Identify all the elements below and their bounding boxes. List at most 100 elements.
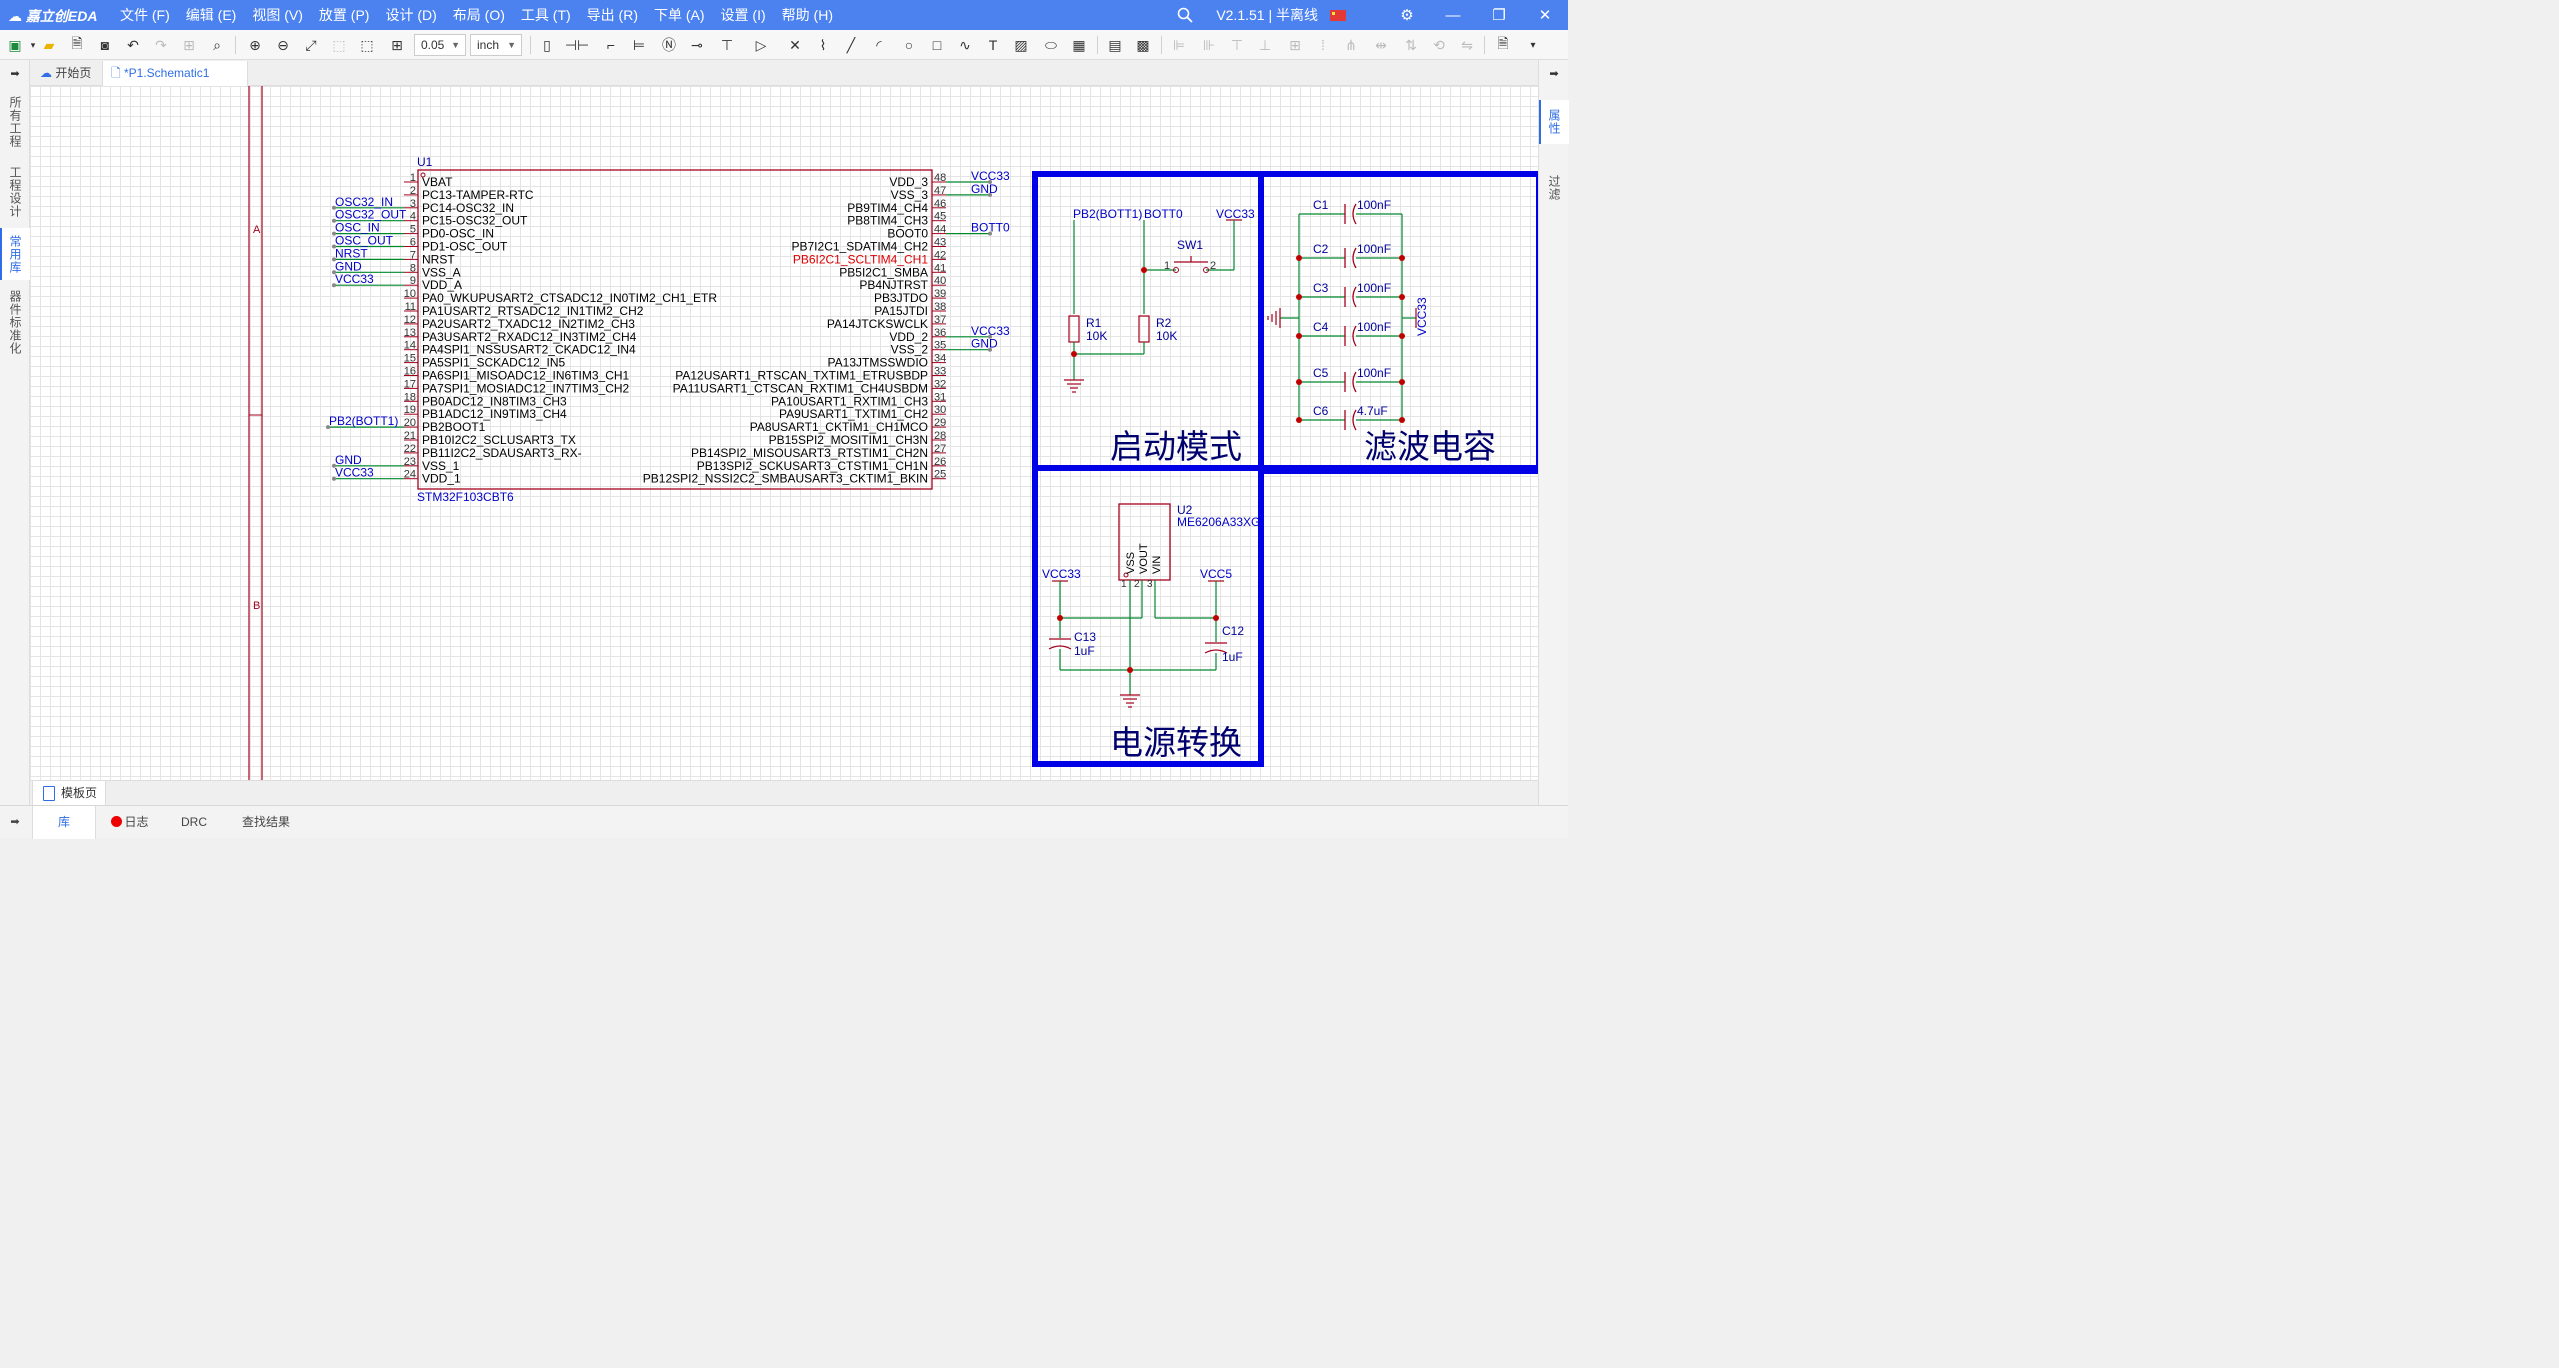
pin-icon[interactable]: ➡ [10, 68, 20, 80]
menu-layout[interactable]: 布局 (O) [452, 7, 505, 23]
net-port-icon[interactable]: ⊸ [691, 36, 703, 53]
wire-icon[interactable]: ⊣⊢ [564, 36, 590, 53]
tab-filter[interactable]: 过滤 [1547, 175, 1561, 201]
bom-icon[interactable]: ▤ [1108, 36, 1122, 53]
tab-find-results[interactable]: 查找结果 [241, 815, 290, 829]
tab-home[interactable]: ☁ 开始页 [32, 61, 100, 86]
probe-icon[interactable]: ⌇ [819, 36, 827, 53]
tab-library[interactable]: 库 [32, 806, 96, 839]
bus-entry-icon[interactable]: ⊨ [632, 36, 646, 53]
minimize-button[interactable]: — [1445, 6, 1461, 24]
ellipse-icon[interactable]: ⬭ [1045, 36, 1057, 53]
sw1-switch[interactable]: SW1 1 2 [1164, 238, 1216, 273]
text-icon[interactable]: T [988, 37, 998, 53]
menu-help[interactable]: 帮助 (H) [781, 7, 833, 23]
c12-capacitor[interactable] [1204, 642, 1228, 654]
close-button[interactable]: ✕ [1538, 7, 1552, 24]
distribute-h-icon[interactable]: ⊞ [1289, 36, 1301, 53]
flip-h-icon[interactable]: ⇹ [1375, 36, 1387, 53]
new-file-icon[interactable]: ▣ [8, 36, 22, 53]
pin-icon[interactable]: ➡ [10, 816, 20, 828]
chip-icon[interactable]: ▩ [1136, 36, 1150, 53]
u2-ldo-symbol[interactable]: U2 ME6206A33XG VSS VOUT VIN 1 2 3 [1118, 503, 1260, 590]
zoom-area-icon[interactable]: ⬚ [332, 36, 346, 53]
menu-order[interactable]: 下单 (A) [653, 7, 705, 23]
zoom-in-icon[interactable]: ⊕ [249, 36, 261, 53]
net-label-icon[interactable]: Ⓝ [662, 37, 676, 53]
junction-dot [1399, 294, 1405, 300]
align-grid-icon[interactable]: ⋔ [1345, 36, 1357, 53]
tab-drc[interactable]: DRC [181, 815, 207, 829]
image-icon[interactable]: ▨ [1014, 36, 1028, 53]
find-icon[interactable]: ⌕ [213, 36, 221, 53]
undo-icon[interactable]: ↶ [127, 36, 139, 53]
rectangle-icon[interactable]: □ [932, 37, 942, 53]
pin-name: PA11USART1_CTSCAN_RXTIM1_CH4USBDM [673, 381, 928, 395]
flip-v-icon[interactable]: ⇅ [1405, 36, 1417, 53]
mirror-icon[interactable]: ⇋ [1461, 36, 1473, 53]
unit-select[interactable]: inch▼ [470, 34, 522, 56]
r2-resistor[interactable]: R2 10K [1138, 315, 1177, 343]
menu-design[interactable]: 设计 (D) [385, 7, 437, 23]
menu-file[interactable]: 文件 (F) [120, 7, 170, 23]
c13-capacitor[interactable] [1048, 638, 1072, 650]
open-folder-icon[interactable]: ▰ [43, 36, 55, 53]
table-icon[interactable]: ▦ [1072, 36, 1086, 53]
align-center-icon[interactable]: ⊪ [1202, 36, 1216, 53]
tab-device-standardization[interactable]: 器件标准化 [8, 289, 22, 355]
tile-icon[interactable]: ⊞ [183, 36, 195, 53]
restore-button[interactable]: ❐ [1492, 7, 1506, 24]
menu-export[interactable]: 导出 (R) [586, 7, 638, 23]
pin-icon[interactable]: ➡ [1549, 68, 1559, 80]
save-snapshot-icon[interactable]: ◙ [100, 37, 110, 53]
power-port-icon[interactable]: ⊤ [720, 36, 734, 53]
right-panel: ➡ 属性 过滤 [1538, 60, 1569, 805]
tab-template-page[interactable]: 模板页 [32, 781, 107, 806]
rotate-icon[interactable]: ⟲ [1433, 36, 1445, 53]
menu-view[interactable]: 视图 (V) [252, 7, 303, 23]
language-flag-icon[interactable] [1330, 9, 1346, 21]
zoom-out-icon[interactable]: ⊖ [277, 36, 289, 53]
bus-icon[interactable]: ⌐ [606, 37, 616, 53]
bezier-icon[interactable]: ∿ [959, 36, 971, 53]
align-left-icon[interactable]: ⊫ [1172, 36, 1186, 53]
tab-log[interactable]: 日志 [100, 806, 160, 839]
pin-number: 41 [934, 262, 946, 274]
search-icon[interactable] [1162, 0, 1208, 30]
tab-common-library[interactable]: 常用库 [0, 228, 30, 280]
menu-place[interactable]: 放置 (P) [318, 7, 370, 23]
no-connect-icon[interactable]: ✕ [789, 36, 801, 53]
redo-icon[interactable]: ↷ [155, 36, 167, 53]
component-icon[interactable]: ▯ [543, 36, 551, 53]
align-top-icon[interactable]: ⊤ [1230, 36, 1244, 53]
save-icon[interactable]: 🗎 [71, 35, 83, 51]
menu-settings[interactable]: 设置 (I) [720, 7, 766, 23]
r1-resistor[interactable]: R1 10K [1068, 315, 1107, 343]
menu-edit[interactable]: 编辑 (E) [185, 7, 237, 23]
pin-number: 17 [404, 378, 416, 390]
tab-all-projects[interactable]: 所有工程 [8, 96, 22, 148]
line-icon[interactable]: ╱ [846, 36, 856, 53]
tab-project-design[interactable]: 工程设计 [8, 166, 22, 218]
chevron-down-icon[interactable]: ▾ [1530, 39, 1536, 51]
tab-properties[interactable]: 属性 [1539, 100, 1569, 144]
menu-tools[interactable]: 工具 (T) [520, 7, 571, 23]
flag-icon[interactable]: ▷ [755, 36, 767, 53]
align-bottom-icon[interactable]: ⊥ [1258, 36, 1272, 53]
tab-schematic[interactable]: 🗋 *P1.Schematic1 [102, 61, 248, 86]
pin-name: VSS_2 [891, 343, 929, 357]
gear-icon[interactable]: ⚙ [1400, 7, 1414, 24]
document-icon[interactable]: 🗎 [1497, 35, 1509, 51]
arc-icon[interactable]: ◜ [876, 36, 882, 53]
pin-name: PB8TIM4_CH3 [847, 214, 928, 228]
grid-icon[interactable]: ⊞ [391, 36, 403, 53]
zoom-select-icon[interactable]: ⬚ [360, 36, 374, 53]
fit-view-icon[interactable]: ⤢ [305, 36, 317, 53]
grid-size-select[interactable]: 0.05▼ [414, 34, 466, 56]
chevron-down-icon[interactable]: ▾ [30, 39, 36, 50]
circle-icon[interactable]: ○ [904, 37, 914, 53]
distribute-v-icon[interactable]: ⁞ [1321, 37, 1325, 53]
